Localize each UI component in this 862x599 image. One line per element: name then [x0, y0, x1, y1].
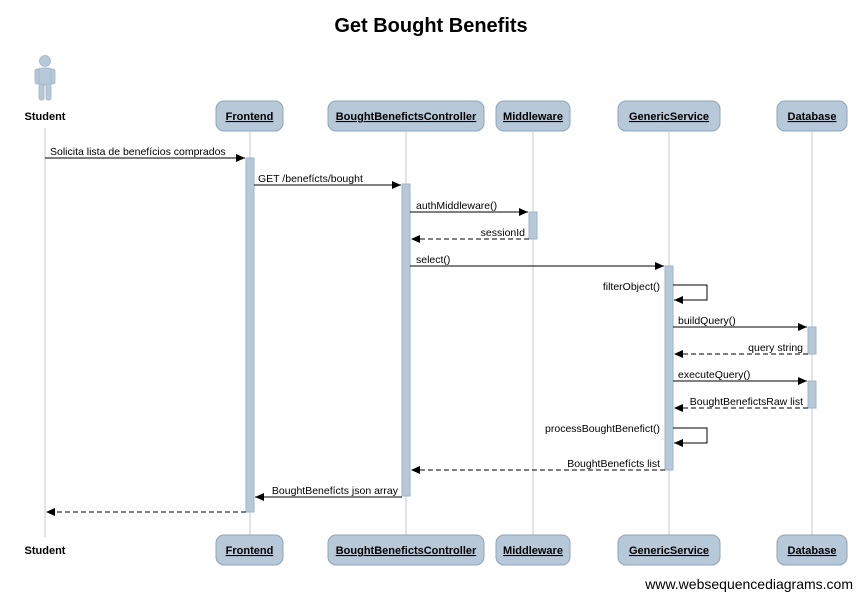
participant-box-frontend-bottom — [215, 534, 284, 566]
participant-label-generic-service-bottom: GenericService — [629, 545, 709, 557]
participant-box-database — [776, 100, 848, 132]
participant-label-middleware-bottom: Middleware — [503, 545, 563, 557]
message-label: select() — [416, 254, 450, 266]
participant-label-database: Database — [788, 111, 837, 123]
message-label: Solicita lista de benefícios comprados — [50, 146, 226, 158]
actor-label-bottom: Student — [25, 545, 66, 557]
participant-box-generic-service — [617, 100, 721, 132]
actor-label-top: Student — [25, 111, 66, 123]
activation-controller — [401, 183, 411, 497]
message-label: sessionId — [481, 227, 526, 239]
message-label: executeQuery() — [678, 369, 750, 381]
self-message-arrow — [673, 427, 708, 447]
message-label: authMiddleware() — [416, 200, 497, 212]
participant-box-middleware-bottom — [495, 534, 571, 566]
activation-middleware — [528, 211, 538, 240]
participant-box-controller-bottom — [327, 534, 485, 566]
message-label: BoughtBenefícts list — [567, 458, 660, 470]
diagram-title: Get Bought Benefits — [334, 15, 527, 37]
participant-box-bought-beneficts-controller — [327, 100, 485, 132]
participant-label-frontend: Frontend — [226, 111, 274, 123]
participant-box-middleware — [495, 100, 571, 132]
participant-label-middleware: Middleware — [503, 111, 563, 123]
participant-label-controller-bottom: BoughtBenefictsController — [336, 545, 477, 557]
activation-database-build — [807, 326, 817, 355]
footer-watermark: www.websequencediagrams.com — [644, 576, 853, 592]
person-icon — [34, 55, 56, 101]
message-label: query string — [748, 342, 803, 354]
participant-label-bought-beneficts-controller: BoughtBenefictsController — [336, 111, 477, 123]
activation-database-execute — [807, 380, 817, 409]
participant-label-generic-service: GenericService — [629, 111, 709, 123]
message-label: processBoughtBenefict() — [545, 423, 660, 435]
participant-label-database-bottom: Database — [788, 545, 837, 557]
self-message-arrow — [673, 284, 708, 304]
message-label: BoughtBenefictsRaw list — [690, 396, 803, 408]
activation-generic-service — [664, 265, 674, 471]
message-label: GET /benefícts/bought — [258, 173, 363, 185]
participant-label-frontend-bottom: Frontend — [226, 545, 274, 557]
message-label: buildQuery() — [678, 315, 736, 327]
participant-box-frontend — [215, 100, 284, 132]
activation-frontend — [245, 157, 255, 513]
message-label: BoughtBenefícts json array — [272, 485, 399, 497]
participant-box-generic-service-bottom — [617, 534, 721, 566]
participant-box-database-bottom — [776, 534, 848, 566]
message-label: filterObject() — [603, 281, 660, 293]
